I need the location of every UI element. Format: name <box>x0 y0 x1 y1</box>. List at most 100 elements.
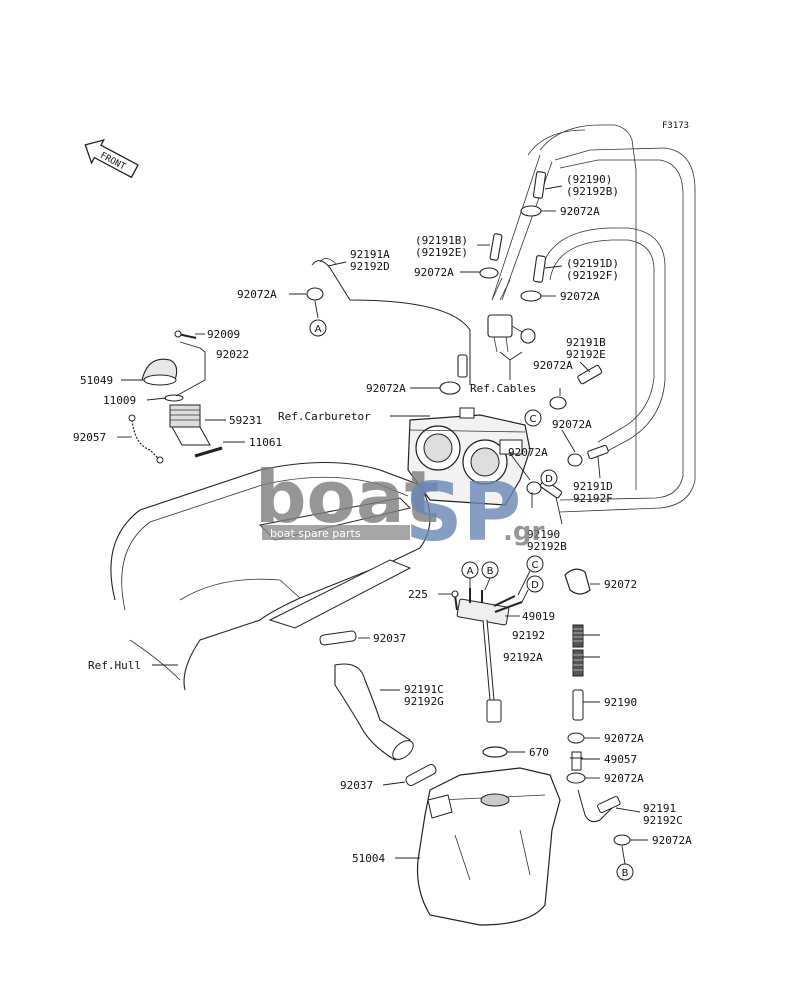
fuel-pickup-49019 <box>456 588 523 723</box>
label-92072A-6: 92072A <box>533 359 573 372</box>
label-92192F-paren: (92192F) <box>566 269 619 282</box>
svg-text:B: B <box>622 868 629 879</box>
screw-92009 <box>174 330 197 339</box>
clamp-92072A-10 <box>566 772 586 784</box>
fitting-49057 <box>570 751 583 771</box>
label-92072: 92072 <box>604 578 637 591</box>
hose-92191A <box>311 258 471 385</box>
label-92190-paren: (92190) <box>566 173 612 186</box>
clamp-92072A-1 <box>520 205 542 217</box>
svg-text:.gr: .gr <box>503 517 544 547</box>
label-92192F: 92192F <box>573 492 613 505</box>
seal-92037-lower <box>405 763 437 787</box>
cap-51049 <box>141 358 178 386</box>
hose-92191D-upper <box>532 255 547 283</box>
clamp-92072A-3 <box>520 290 542 302</box>
hose-92191B-upper <box>489 233 503 261</box>
label-92190-bottom: 92190 <box>604 696 637 709</box>
label-92072A-1: 92072A <box>560 205 600 218</box>
label-92009: 92009 <box>207 328 240 341</box>
label-51049: 51049 <box>80 374 113 387</box>
callout-B-bottom: B <box>616 863 634 881</box>
vent-hose-loops <box>491 124 696 513</box>
leader-lines <box>117 185 648 865</box>
hose-92192 <box>572 624 584 648</box>
label-92072A-4: 92072A <box>237 288 277 301</box>
label-51004: 51004 <box>352 852 385 865</box>
label-670: 670 <box>529 746 549 759</box>
clamp-92072A-7 <box>567 453 583 467</box>
label-92191A: 92191A <box>350 248 390 261</box>
label-92037-upper: 92037 <box>373 632 406 645</box>
label-92190: 92190 <box>527 528 560 541</box>
label-92072A-8: 92072A <box>508 446 548 459</box>
label-92072A-11: 92072A <box>652 834 692 847</box>
figure-code: F3173 <box>662 121 689 131</box>
hose-92191D-lower <box>587 444 609 460</box>
front-arrow-icon: FRONT <box>84 138 139 179</box>
label-92072A-5: 92072A <box>366 382 406 395</box>
svg-text:A: A <box>315 324 322 335</box>
label-92072A-7: 92072A <box>552 418 592 431</box>
label-92192D: 92192D <box>350 260 390 273</box>
carburetor-assembly <box>407 407 531 506</box>
bolt-225 <box>451 590 459 611</box>
label-92191B: 92191B <box>566 336 606 349</box>
svg-text:C: C <box>530 414 537 425</box>
label-92022: 92022 <box>216 348 249 361</box>
label-92192E-paren: (92192E) <box>415 246 468 259</box>
hose-92190-bottom <box>572 689 584 721</box>
svg-text:D: D <box>545 474 553 485</box>
hose-92191-bottom <box>577 789 621 823</box>
label-92192A: 92192A <box>503 651 543 664</box>
hose-92192A <box>572 649 584 677</box>
label-225: 225 <box>408 588 428 601</box>
gasket-11009 <box>164 394 184 402</box>
seal-92037-upper <box>319 630 357 646</box>
seal-11061 <box>194 446 223 458</box>
hose-92191B-lower <box>577 364 603 385</box>
label-11061: 11061 <box>249 436 282 449</box>
label-92191D: 92191D <box>573 480 613 493</box>
label-92072A-2: 92072A <box>414 266 454 279</box>
hose-92190-top <box>532 171 547 199</box>
clamp-92072A-8 <box>526 481 542 495</box>
watermark-tagline: boat spare parts <box>270 527 361 540</box>
label-92191C: 92191C <box>404 683 444 696</box>
callout-A-lower: A <box>461 561 479 579</box>
clamp-92072 <box>564 568 591 595</box>
cable-fitting <box>487 314 536 353</box>
callout-C-right: C <box>524 409 542 427</box>
fuel-tank-51004 <box>416 767 561 926</box>
label-92192G: 92192G <box>404 695 444 708</box>
callout-D-lower: D <box>526 575 544 593</box>
label-92072A-10: 92072A <box>604 772 644 785</box>
callout-B-lower: B <box>481 561 499 579</box>
clamp-92072A-5 <box>439 381 461 395</box>
label-59231: 59231 <box>229 414 262 427</box>
svg-text:C: C <box>532 560 539 571</box>
clamp-92072A-6 <box>549 396 567 410</box>
strap-92057 <box>128 414 164 464</box>
clamp-92072A-4 <box>306 287 324 301</box>
label-11009: 11009 <box>103 394 136 407</box>
label-92057: 92057 <box>73 431 106 444</box>
label-92192B: 92192B <box>527 540 567 553</box>
label-92192: 92192 <box>512 629 545 642</box>
svg-text:A: A <box>467 566 474 577</box>
clamp-92072A-2 <box>479 267 499 279</box>
label-92192B-paren: (92192B) <box>566 185 619 198</box>
label-92072A-3: 92072A <box>560 290 600 303</box>
svg-text:D: D <box>531 580 539 591</box>
svg-text:SP: SP <box>405 466 521 559</box>
label-92191: 92191 <box>643 802 676 815</box>
watermark-logo: boat SP .gr boat spare parts <box>255 455 544 559</box>
label-92192E: 92192E <box>566 348 606 361</box>
clamp-92072A-11 <box>613 834 631 846</box>
callout-C-lower: C <box>526 555 544 573</box>
label-92191B-paren: (92191B) <box>415 234 468 247</box>
callout-A-upper: A <box>309 319 327 337</box>
label-49019: 49019 <box>522 610 555 623</box>
svg-text:B: B <box>487 566 494 577</box>
